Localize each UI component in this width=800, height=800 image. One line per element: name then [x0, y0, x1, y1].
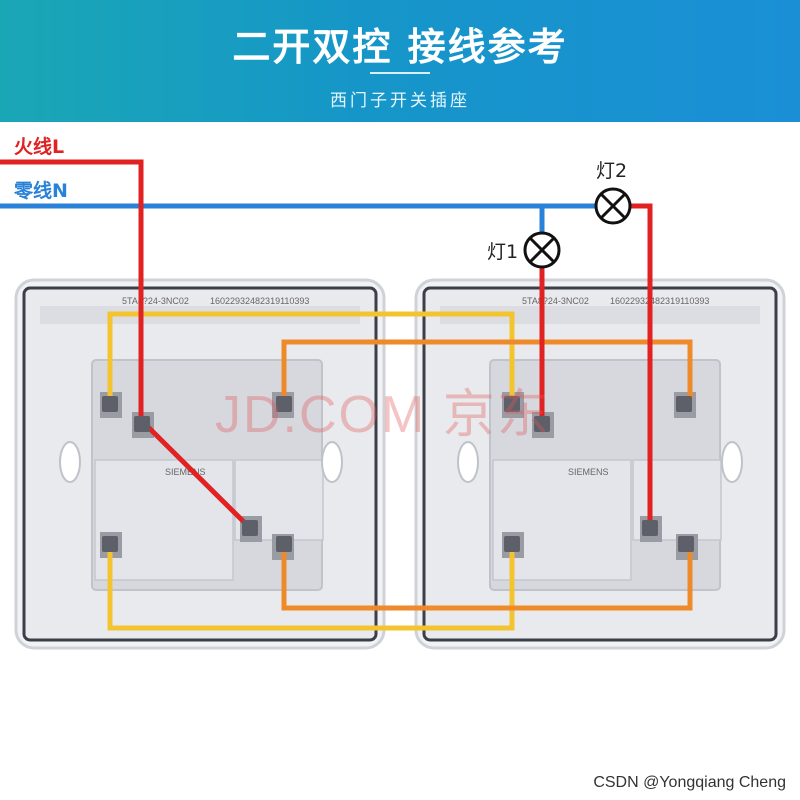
lamp-2-icon	[594, 187, 632, 225]
lamp-2-label: 灯2	[596, 160, 628, 182]
page-subtitle: 西门子开关插座	[330, 91, 470, 111]
switch-right-brand: SIEMENS	[568, 467, 609, 477]
watermark: JD.COM 京东	[215, 386, 551, 444]
header-banner: 二开双控 接线参考 西门子开关插座	[0, 0, 800, 122]
lamp2-return-wire	[630, 203, 653, 528]
neutral-wire-label: 零线N	[14, 180, 68, 202]
traveler-wire-yellow	[107, 311, 515, 631]
page-title: 二开双控 接线参考	[232, 25, 568, 69]
neutral-wire	[0, 203, 596, 232]
switch-left-serial: 16022932482319110393	[210, 296, 309, 306]
switch-right-model: 5TA8?24-3NC02	[522, 296, 589, 306]
switch-left: 5TA8?24-3NC02 16022932482319110393 SIEME…	[14, 278, 386, 650]
live-wire-label: 火线L	[14, 136, 65, 158]
switch-left-model: 5TA8?24-3NC02	[122, 296, 189, 306]
credit-text: CSDN @Yongqiang Cheng	[593, 774, 786, 791]
title-divider	[370, 72, 430, 74]
traveler-wire-orange	[281, 339, 693, 611]
switch-left-brand: SIEMENS	[165, 467, 206, 477]
lamp-1-icon	[523, 231, 561, 269]
lamp-1-label: 灯1	[487, 241, 519, 263]
live-wire	[0, 159, 252, 530]
switch-right-serial: 16022932482319110393	[610, 296, 709, 306]
terminal-screws	[102, 396, 694, 552]
switch-right: 5TA8?24-3NC02 16022932482319110393 SIEME…	[414, 278, 786, 650]
